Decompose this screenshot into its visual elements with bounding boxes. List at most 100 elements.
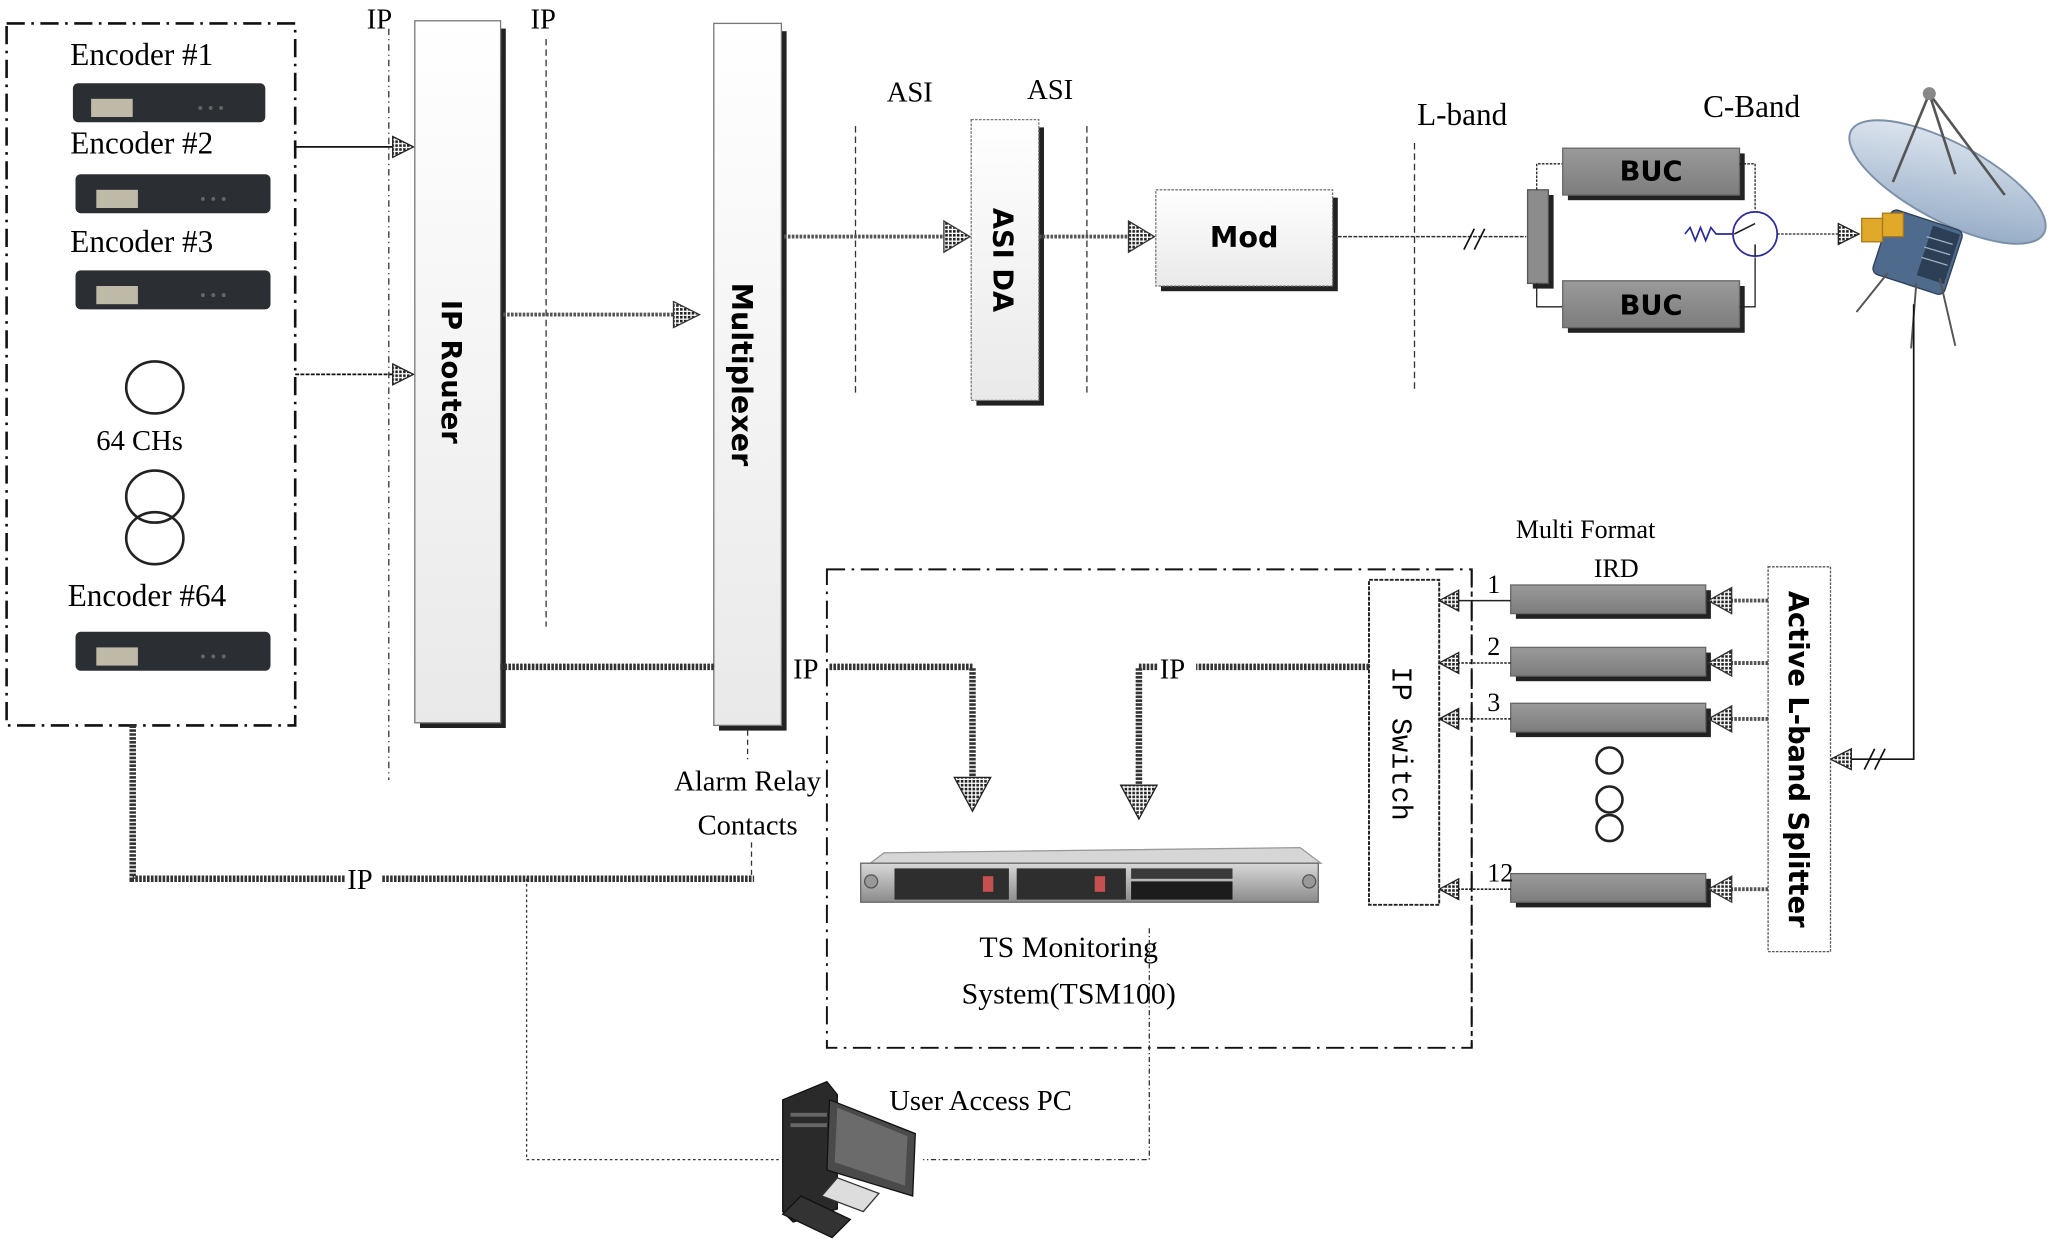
ip-router-block[interactable]: IP Router <box>414 20 506 729</box>
encoder-device-icon-1 <box>72 83 266 123</box>
encoder-label-64: Encoder #64 <box>68 578 227 613</box>
buc-block-2[interactable]: BUC <box>1562 280 1745 333</box>
load-resistor-icon <box>1684 225 1733 243</box>
break-mark-icon <box>1863 748 1876 770</box>
ip-label-mux-out: IP <box>793 655 818 686</box>
arrow-left-icon <box>1706 648 1733 678</box>
mux-to-tsm-link <box>829 663 976 778</box>
ellipsis-circle-icon <box>1595 785 1624 814</box>
lband-splitter-box <box>1767 566 1832 953</box>
waveguide-switch-icon <box>1733 222 1756 235</box>
ip-router-label: IP Router <box>435 300 466 444</box>
satellite-antenna-icon <box>1848 87 2047 349</box>
break-mark-icon <box>1873 748 1886 770</box>
modulator-label: Mod <box>1210 220 1279 254</box>
lband-splitter-block[interactable]: Active L-band Splitter <box>1767 566 1832 953</box>
ellipsis-circle-icon <box>124 360 185 415</box>
asi-da-box <box>970 118 1040 402</box>
modulator-block[interactable]: Mod <box>1155 189 1338 292</box>
ird-label-line2: IRD <box>1594 554 1639 583</box>
ellipsis-circle-icon <box>1595 746 1624 775</box>
multiplexer-block[interactable]: Multiplexer <box>713 22 787 731</box>
tsm-label-line2: System(TSM100) <box>962 978 1176 1011</box>
ip-router-box <box>414 20 502 724</box>
encoder-label-3: Encoder #3 <box>70 224 213 259</box>
buc-box <box>1562 280 1741 329</box>
buc-block-1[interactable]: BUC <box>1562 147 1745 201</box>
encoder-group-boundary <box>5 22 297 727</box>
arrow-right-icon <box>392 135 415 159</box>
ird-row: 12 <box>1437 858 1769 908</box>
ird-device[interactable] <box>1510 584 1707 615</box>
ird-channel-number: 2 <box>1487 632 1500 661</box>
ird-row: 3 <box>1437 688 1769 738</box>
ird-channel-number: 1 <box>1487 570 1500 599</box>
c-band-label: C-Band <box>1703 89 1800 124</box>
l-band-label: L-band <box>1417 97 1507 132</box>
arrow-right-icon <box>672 300 701 329</box>
arrow-left-icon <box>1706 704 1733 734</box>
antenna-to-splitter-link <box>1835 304 1915 761</box>
arrow-left-icon <box>1437 707 1460 731</box>
user-pc-icon <box>781 1080 916 1239</box>
ird-channel-number: 12 <box>1487 858 1513 887</box>
asi-da-block[interactable]: ASI DA <box>970 118 1044 406</box>
arrow-left-icon <box>1437 651 1460 675</box>
arrow-left-icon <box>1829 747 1852 771</box>
encoder-label-1: Encoder #1 <box>70 37 213 72</box>
arrow-left-icon <box>1437 877 1460 901</box>
arrow-down-icon <box>953 776 992 813</box>
ip-label-top-2: IP <box>530 5 555 36</box>
splitter-to-buc-link <box>1536 283 1563 308</box>
ip-switch-box <box>1368 578 1441 906</box>
splitter-to-buc-link <box>1536 163 1563 190</box>
buc-label: BUC <box>1620 157 1683 188</box>
switch-to-tsm-link <box>1135 663 1158 786</box>
ellipsis-circle-icon <box>1595 813 1624 843</box>
buc-splitter-bar <box>1526 189 1550 285</box>
ip-label-switch-out: IP <box>1160 655 1185 686</box>
tsm-to-pc-link <box>923 928 1150 1161</box>
multiplexer-label: Multiplexer <box>725 283 759 467</box>
ip-switch-label: IP Switch <box>1383 666 1416 820</box>
ellipsis-circle-icon <box>124 469 185 524</box>
ird-channel-number: 3 <box>1487 688 1500 717</box>
ip-label-bottom: IP <box>347 865 372 896</box>
channels-label: 64 CHs <box>96 426 183 457</box>
arrow-left-icon <box>1706 875 1733 904</box>
lband-splitter-label: Active L-band Splitter <box>1782 591 1813 928</box>
asi-da-label: ASI DA <box>986 208 1017 312</box>
modulator-box <box>1155 189 1334 287</box>
encoder-device-icon-3 <box>75 270 271 310</box>
encoder-label-2: Encoder #2 <box>70 125 213 160</box>
buc-label: BUC <box>1620 291 1683 322</box>
tsm-server-icon <box>860 846 1323 903</box>
buc-to-switch-link <box>1739 257 1756 308</box>
management-ip-bus <box>129 725 346 883</box>
ird-row: 1 <box>1437 570 1769 619</box>
alarm-relay-label-line1: Alarm Relay <box>674 766 822 797</box>
encoder-group: Encoder #1 Encoder #2 Encoder #3 64 CHs … <box>5 22 297 727</box>
break-mark-icon <box>1473 228 1486 250</box>
encoder-device-icon-64 <box>75 631 271 671</box>
ird-device[interactable] <box>1510 872 1707 903</box>
arrow-down-icon <box>1119 784 1159 821</box>
buc-to-switch-link <box>1739 163 1756 211</box>
arrow-right-icon <box>1127 219 1156 254</box>
encoder-device-icon-2 <box>75 174 271 214</box>
alarm-relay-label-line2: Contacts <box>698 811 798 842</box>
ird-row: 2 <box>1437 632 1769 682</box>
ip-switch-block[interactable]: IP Switch <box>1368 578 1441 906</box>
arrow-left-icon <box>1437 589 1460 613</box>
bus-to-pc-link <box>525 878 781 1161</box>
ird-device[interactable] <box>1510 702 1707 733</box>
break-mark-icon <box>1463 228 1476 250</box>
asi-label-1: ASI <box>887 77 933 108</box>
ellipsis-circle-icon <box>124 510 185 566</box>
buc-box <box>1562 147 1741 196</box>
arrow-right-icon <box>392 362 415 386</box>
ird-device[interactable] <box>1510 646 1707 677</box>
ird-label-line1: Multi Format <box>1516 515 1656 544</box>
tsm-label-line1: TS Monitoring <box>979 931 1158 964</box>
